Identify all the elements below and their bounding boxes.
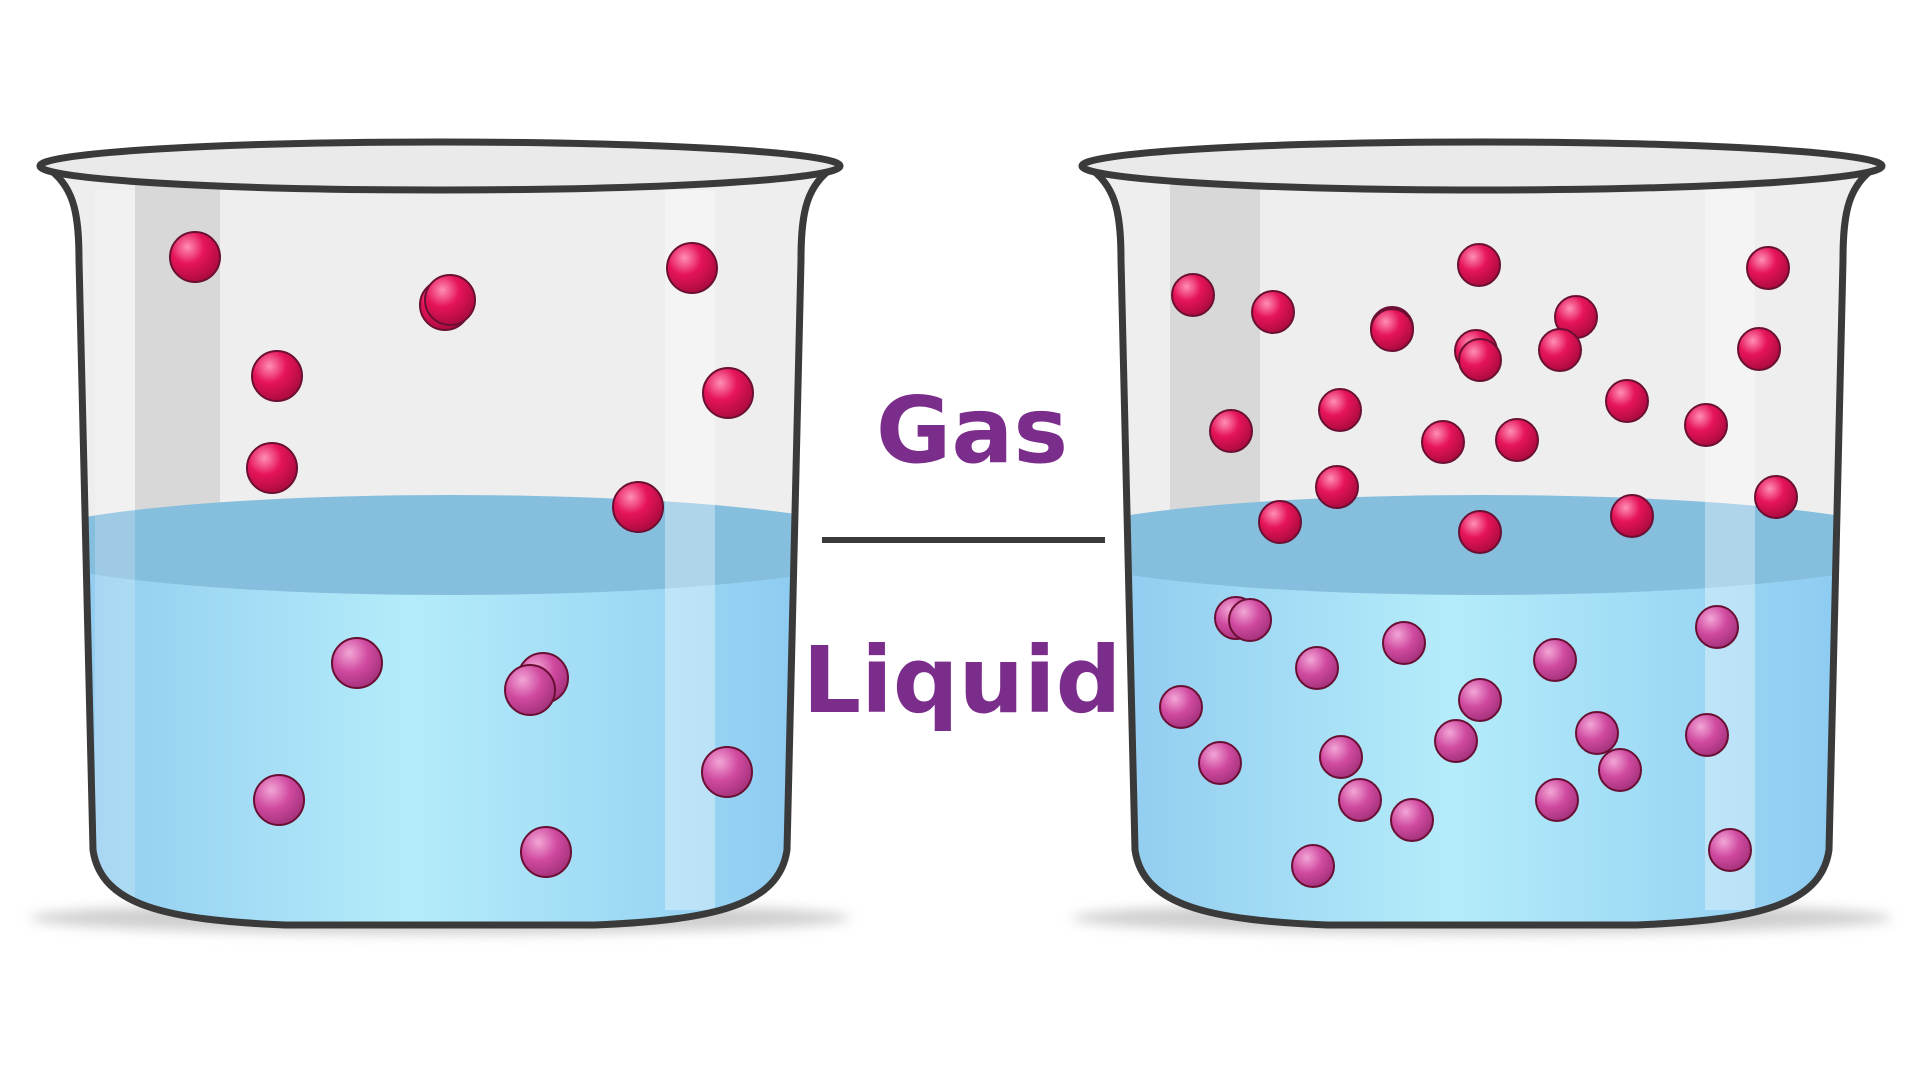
gas-particle [1746,246,1790,290]
gas-particle [169,231,221,283]
beaker-outline [1083,162,1881,929]
gas-label: Gas [876,377,1068,484]
liquid-body [45,545,835,925]
liquid-particle [1382,621,1426,665]
gas-particle [1421,420,1465,464]
liquid-particle [1198,741,1242,785]
liquid-particle [253,774,305,826]
gas-particle [1457,243,1501,287]
gas-particle [1258,500,1302,544]
gas-particle [1605,379,1649,423]
gas-particles [1171,243,1798,554]
gas-particle [1538,328,1582,372]
gas-particle [666,242,718,294]
gas-particle [1171,273,1215,317]
gas-particle [1370,308,1414,352]
liquid-particle [504,664,556,716]
gas-particle [251,350,303,402]
liquid-particles [1159,596,1752,888]
gas-particle [1684,403,1728,447]
beaker-outline [41,162,839,929]
liquid-particle [1575,711,1619,755]
liquid-label: Liquid [803,627,1122,734]
liquid-particle [1295,646,1339,690]
gas-particle [246,442,298,494]
liquid-particle [1390,798,1434,842]
beaker-few-particles [30,138,850,934]
liquid-particle [520,826,572,878]
liquid-particle [1598,748,1642,792]
gas-particle [1318,388,1362,432]
beaker-many-particles [1072,138,1892,934]
liquid-particle [1319,735,1363,779]
liquid-particle [1708,828,1752,872]
liquid-particles [253,637,753,878]
liquid-particle [1228,598,1272,642]
liquid-particle [1434,719,1478,763]
gas-particle [1495,418,1539,462]
gas-particle [1251,290,1295,334]
liquid-particle [1338,778,1382,822]
liquid-particle [1695,605,1739,649]
liquid-surface [45,495,835,595]
gas-particle [1209,409,1253,453]
glass-shade-edge [95,190,135,910]
gas-particle [1458,510,1502,554]
gas-particle [612,481,664,533]
liquid-particle [331,637,383,689]
gas-particle [702,367,754,419]
gas-particle [1610,494,1654,538]
beaker-rim [36,138,844,194]
liquid-particle [1533,638,1577,682]
liquid-particle [1291,844,1335,888]
liquid-particle [1458,678,1502,722]
glass-highlight [1705,190,1755,910]
gas-particle [424,274,476,326]
gas-particle [1458,338,1502,382]
liquid-particle [1535,778,1579,822]
gas-particles [169,231,754,533]
liquid-particle [1685,713,1729,757]
beaker-rim [1078,138,1886,194]
gas-particle [1754,475,1798,519]
glass-highlight [665,190,715,910]
gas-particle [1315,465,1359,509]
liquid-body [1087,545,1877,925]
liquid-particle [1159,685,1203,729]
gas-particle [1737,327,1781,371]
liquid-particle [701,746,753,798]
